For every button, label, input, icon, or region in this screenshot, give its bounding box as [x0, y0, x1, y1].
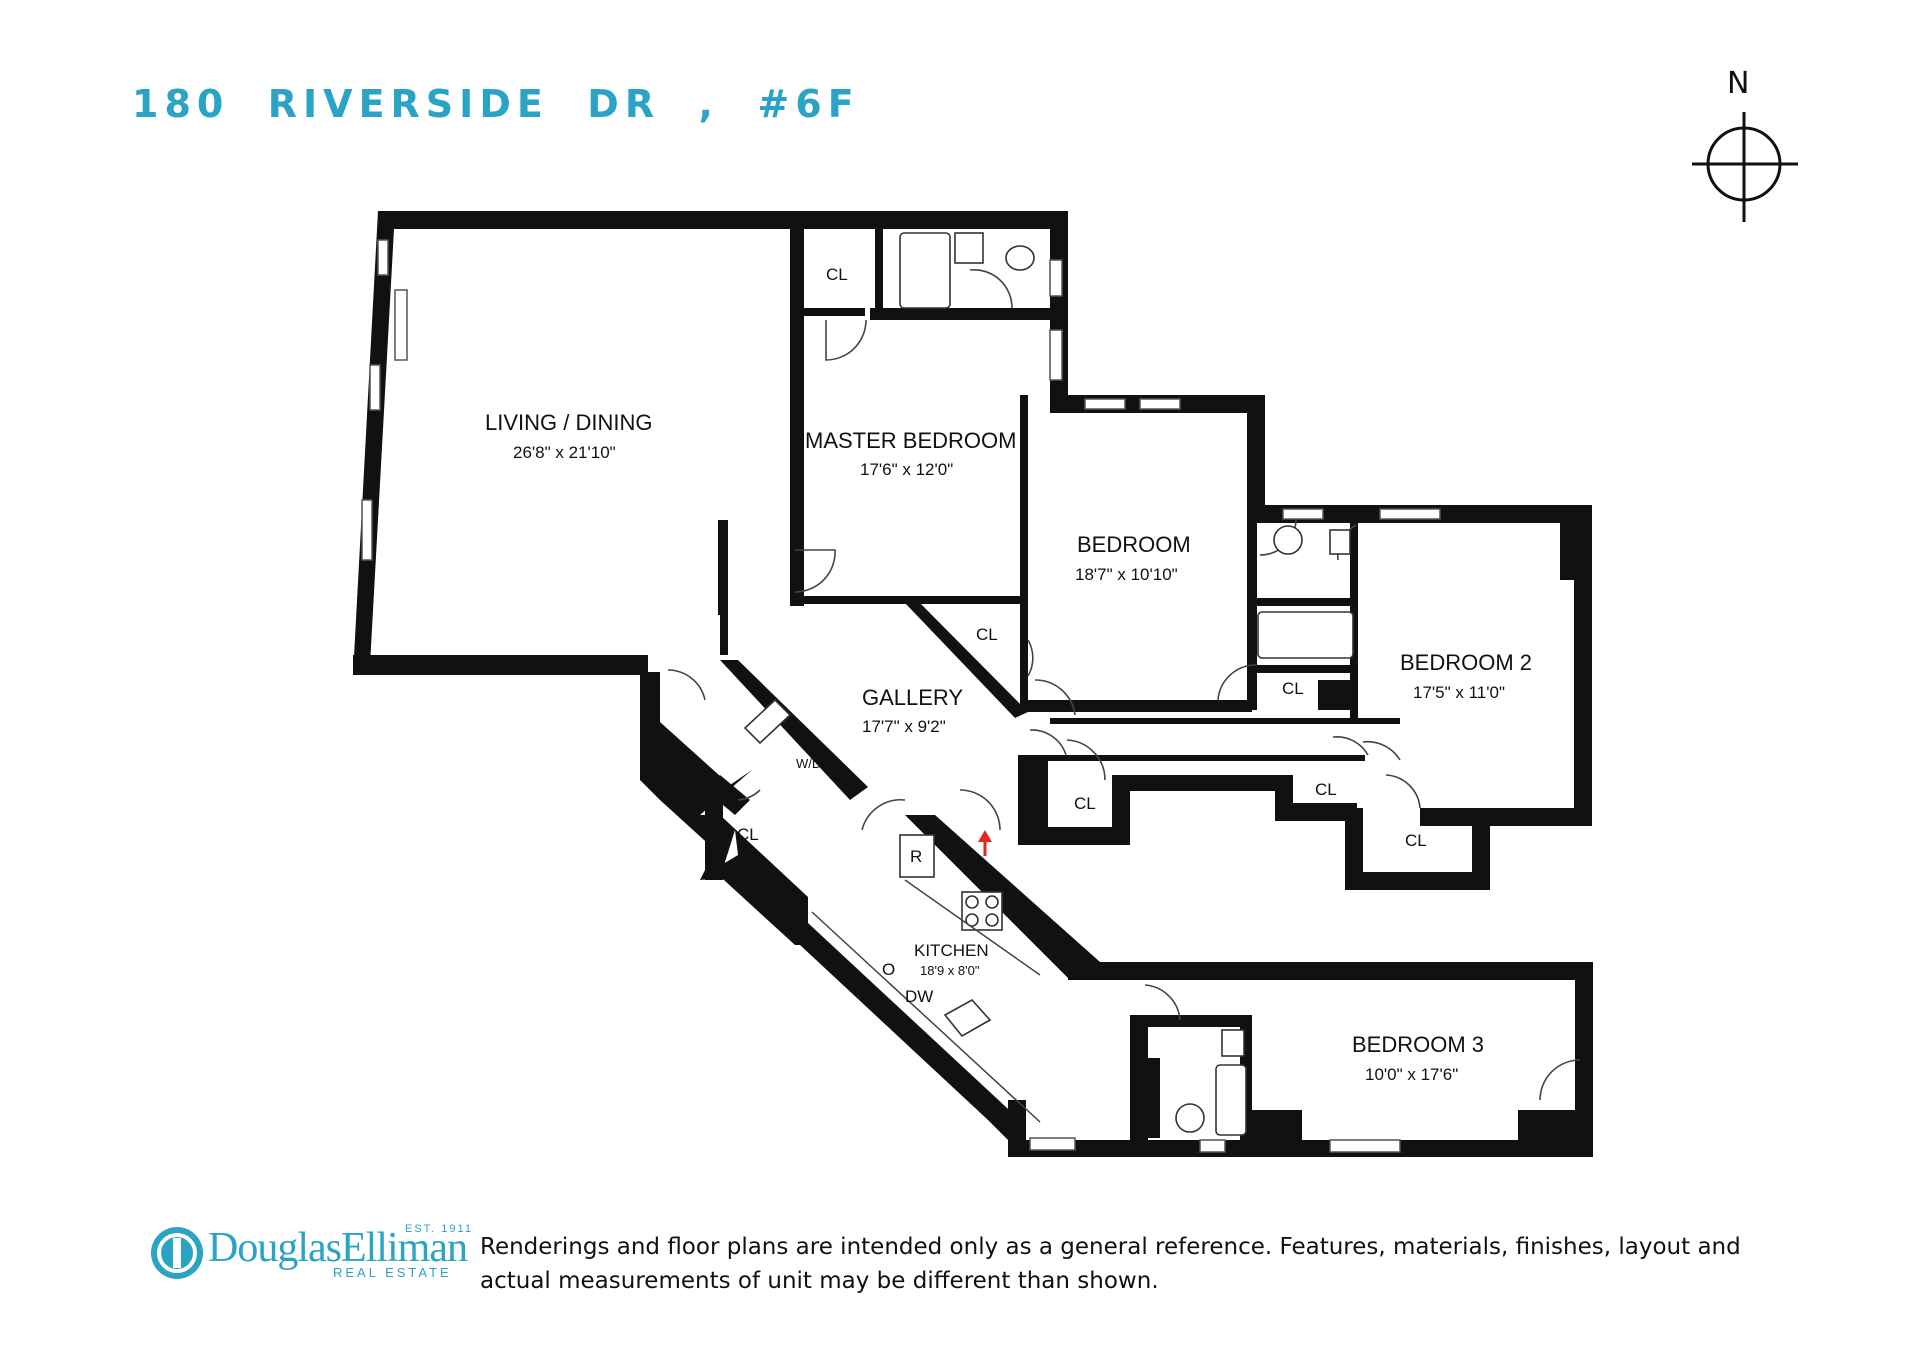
- closet-label: CL: [1315, 780, 1337, 799]
- room-name-living: LIVING / DINING: [485, 410, 652, 435]
- room-name-gallery: GALLERY: [862, 685, 963, 710]
- compass-icon: [1692, 112, 1798, 222]
- exterior-walls: [353, 211, 1593, 1157]
- toilet-icon: [1005, 245, 1035, 271]
- compass-north-label: N: [1727, 66, 1750, 101]
- washer-dryer-label: W/D: [796, 756, 821, 771]
- closet-label: CL: [826, 265, 848, 284]
- closet-label: CL: [1074, 794, 1096, 813]
- room-dim-living: 26'8" x 21'10": [513, 443, 616, 462]
- room-name-bedroom3: BEDROOM 3: [1352, 1032, 1484, 1057]
- bathtub-icon: [1257, 611, 1354, 659]
- refrigerator-label: R: [910, 847, 922, 866]
- room-dim-gallery: 17'7" x 9'2": [862, 717, 946, 736]
- sink-icon: [1329, 529, 1351, 555]
- closet-label: CL: [1282, 679, 1304, 698]
- bathtub-icon: [1215, 1064, 1247, 1136]
- entry-arrow-icon: [978, 830, 992, 856]
- closet-label: CL: [737, 825, 759, 844]
- room-dim-kitchen: 18'9 x 8'0": [920, 963, 980, 978]
- brand-name: DouglasElliman: [208, 1225, 468, 1271]
- room-name-kitchen: KITCHEN: [914, 941, 989, 960]
- windows: [361, 239, 1441, 1153]
- closet-label: CL: [1405, 831, 1427, 850]
- brand-subtitle: REAL ESTATE: [333, 1265, 452, 1280]
- cooktop-icon: [961, 891, 1003, 931]
- disclaimer-text: Renderings and floor plans are intended …: [480, 1234, 1741, 1294]
- doors: [667, 269, 1581, 1101]
- toilet-icon: [1273, 525, 1303, 555]
- refrigerator-icon: [899, 834, 935, 878]
- washer-dryer-icon: [743, 698, 792, 745]
- room-dim-bedroom: 18'7" x 10'10": [1075, 565, 1178, 584]
- fixtures: [743, 232, 1354, 1136]
- toilet-icon: [1175, 1103, 1205, 1133]
- room-name-bedroom: BEDROOM: [1077, 532, 1191, 557]
- listing-title: 180 RIVERSIDE DR , #6F: [132, 82, 860, 126]
- sink-icon: [1221, 1029, 1245, 1057]
- room-dim-bedroom2: 17'5" x 11'0": [1413, 683, 1505, 702]
- room-dim-master: 17'6" x 12'0": [860, 460, 953, 479]
- dishwasher-label: DW: [905, 987, 933, 1006]
- room-name-bedroom2: BEDROOM 2: [1400, 650, 1532, 675]
- room-name-master: MASTER BEDROOM: [805, 428, 1016, 453]
- sink-icon: [954, 232, 984, 264]
- oven-label: O: [882, 960, 895, 979]
- kitchen-sink-icon: [943, 998, 992, 1038]
- brand-established: EST. 1911: [405, 1223, 473, 1235]
- brand-logo-icon: [151, 1227, 203, 1279]
- bathtub-icon: [899, 232, 951, 309]
- closet-label: CL: [976, 625, 998, 644]
- room-dim-bedroom3: 10'0" x 17'6": [1365, 1065, 1458, 1084]
